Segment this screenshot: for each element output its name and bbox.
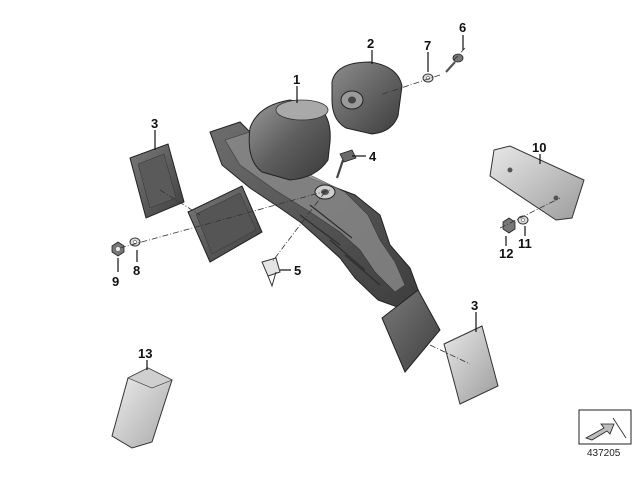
reference-number: 437205 <box>587 448 621 459</box>
part-2-cover <box>331 61 403 135</box>
reference-box: 437205 <box>578 409 632 459</box>
callout-1: 1 <box>293 72 300 87</box>
callout-8: 8 <box>133 263 140 278</box>
callout-11: 11 <box>518 236 532 251</box>
part-13-block <box>111 367 173 449</box>
part-8-washer <box>129 237 141 247</box>
part-3-reflector-left <box>129 143 185 219</box>
callout-3-right: 3 <box>471 298 478 313</box>
callout-2: 2 <box>367 36 374 51</box>
direction-arrow-icon <box>585 423 615 441</box>
part-7-washer <box>422 73 434 83</box>
callout-9: 9 <box>112 274 119 289</box>
callout-3-left: 3 <box>151 116 158 131</box>
callout-12: 12 <box>499 246 513 261</box>
part-5-clip <box>261 257 281 288</box>
part-3-reflector-right <box>443 325 499 405</box>
callout-10: 10 <box>532 140 546 155</box>
part-9-nut <box>111 241 125 257</box>
part-10-plate-light <box>489 145 585 221</box>
callout-6: 6 <box>459 20 466 35</box>
assembly-lines <box>119 47 561 365</box>
leader-lines <box>117 35 541 370</box>
part-6-bolt <box>445 53 464 73</box>
part-4-screw <box>335 149 357 179</box>
callout-5: 5 <box>294 263 301 278</box>
callout-4: 4 <box>369 149 377 164</box>
callout-7: 7 <box>424 38 431 53</box>
callout-13: 13 <box>138 346 152 361</box>
callout-labels: 1 2 3 3 4 5 6 7 8 9 10 11 12 13 <box>112 20 546 361</box>
part-11-washer <box>517 215 529 225</box>
part-1-housing <box>248 99 331 181</box>
